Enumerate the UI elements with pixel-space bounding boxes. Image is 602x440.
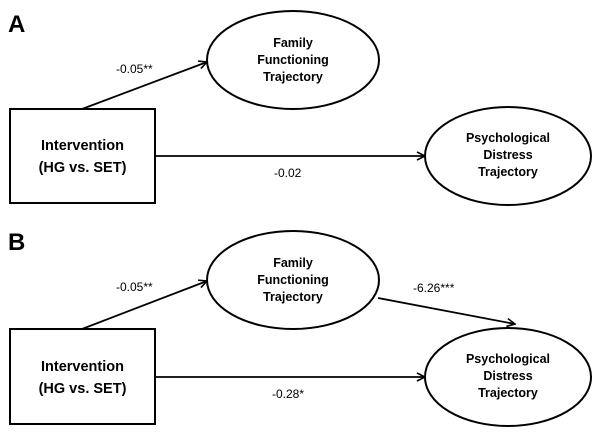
family-label-1: Family (273, 36, 313, 50)
path-intervention-to-family (81, 62, 207, 110)
distress-label-2: Distress (483, 148, 532, 162)
distress-label-2: Distress (483, 369, 532, 383)
panel-b-letter: B (8, 229, 25, 256)
distress-label-1: Psychological (466, 131, 550, 145)
coef-intervention-to-family: -0.05** (116, 280, 153, 294)
panel-a: A -0.05** -0.02 Intervention (HG vs. SET… (8, 10, 592, 206)
family-functioning-node (206, 230, 380, 330)
family-label-3: Trajectory (263, 70, 323, 84)
family-label-1: Family (273, 256, 313, 270)
intervention-sublabel: (HG vs. SET) (39, 160, 127, 176)
family-label-2: Functioning (257, 53, 329, 67)
family-label-3: Trajectory (263, 290, 323, 304)
coef-family-to-distress: -6.26*** (413, 281, 455, 295)
distress-label-1: Psychological (466, 352, 550, 366)
intervention-box (9, 328, 156, 425)
distress-label-3: Trajectory (478, 165, 538, 179)
coef-intervention-to-distress: -0.28* (272, 387, 304, 401)
coef-intervention-to-family: -0.05** (116, 62, 153, 76)
path-intervention-to-family (81, 281, 207, 330)
intervention-sublabel: (HG vs. SET) (39, 381, 127, 397)
path-family-to-distress (377, 297, 515, 324)
panel-a-letter: A (8, 11, 25, 38)
intervention-label: Intervention (41, 138, 124, 154)
coef-intervention-to-distress: -0.02 (274, 166, 302, 180)
psychological-distress-node (424, 327, 592, 427)
psychological-distress-node (424, 106, 592, 206)
family-functioning-node (206, 10, 380, 110)
panel-b: B -0.05** -6.26*** -0.28* Intervention (… (8, 229, 592, 427)
intervention-box (9, 108, 156, 204)
intervention-label: Intervention (41, 359, 124, 375)
distress-label-3: Trajectory (478, 386, 538, 400)
family-label-2: Functioning (257, 273, 329, 287)
